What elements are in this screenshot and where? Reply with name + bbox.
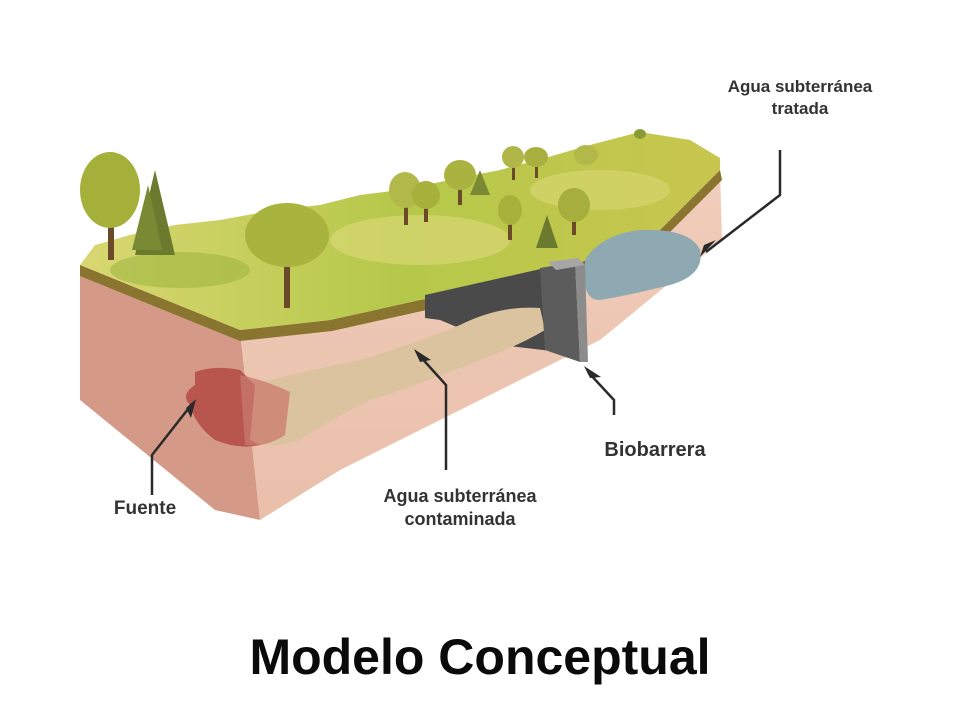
arrow-contaminated-groundwater	[417, 353, 448, 470]
label-biobarrier: Biobarrera	[604, 439, 706, 461]
tree-trunk	[512, 160, 515, 180]
label-source: Fuente	[113, 498, 177, 519]
arrow-treated-groundwater	[705, 150, 782, 253]
biobarrier-side	[575, 262, 588, 362]
tree-trunk	[404, 195, 408, 225]
label-contaminated-groundwater: Agua subterránea contaminada	[355, 485, 565, 532]
trees	[80, 129, 646, 308]
label-contaminated-groundwater-line-1: Agua subterránea	[383, 486, 537, 506]
grass-highlight	[330, 215, 510, 265]
tree-trunk	[572, 210, 576, 235]
treated-groundwater-plume	[585, 229, 701, 300]
tree-foliage	[245, 203, 329, 267]
tree-foliage	[558, 188, 590, 222]
leader-arrows	[150, 150, 782, 495]
arrow-source	[150, 403, 193, 495]
tree-foliage	[80, 152, 140, 228]
tree-foliage	[444, 160, 476, 190]
biobarrier-top	[548, 258, 585, 270]
arrow-biobarrier	[587, 371, 616, 415]
contaminated-groundwater-plume	[250, 307, 545, 445]
conifer-tree	[470, 170, 490, 195]
diagram-title: Modelo Conceptual	[249, 629, 711, 685]
arrowhead	[700, 240, 716, 257]
tree-foliage	[524, 147, 548, 167]
tree-foliage	[574, 145, 598, 165]
topsoil-edge	[80, 170, 722, 341]
tree-trunk	[108, 200, 114, 260]
grass-highlight	[110, 252, 250, 288]
source-zone-blend	[240, 375, 290, 446]
biobarrier-face	[540, 262, 580, 362]
label-contaminated-groundwater-line-2: contaminada	[404, 509, 516, 530]
label-treated-groundwater-line-2: tratada	[771, 99, 829, 119]
tree-foliage	[498, 195, 522, 225]
tree-trunk	[535, 160, 538, 178]
conifer-tree	[132, 185, 162, 250]
arrow-heads	[186, 240, 716, 418]
tree-trunk	[458, 180, 462, 205]
tree-foliage	[502, 146, 524, 168]
label-treated-groundwater-line-1: Agua subterránea	[727, 77, 873, 96]
label-treated-groundwater: Agua subterránea tratada	[700, 76, 900, 120]
tree-trunk	[508, 215, 512, 240]
arrowhead	[584, 366, 601, 378]
tree-foliage	[634, 129, 646, 139]
arrowhead	[414, 349, 431, 362]
arrowhead	[186, 399, 196, 418]
conifer-tree	[536, 215, 558, 248]
tree-foliage	[412, 181, 440, 209]
tree-trunk	[424, 200, 428, 222]
grass-highlight	[530, 170, 670, 210]
tree-trunk	[284, 240, 290, 308]
